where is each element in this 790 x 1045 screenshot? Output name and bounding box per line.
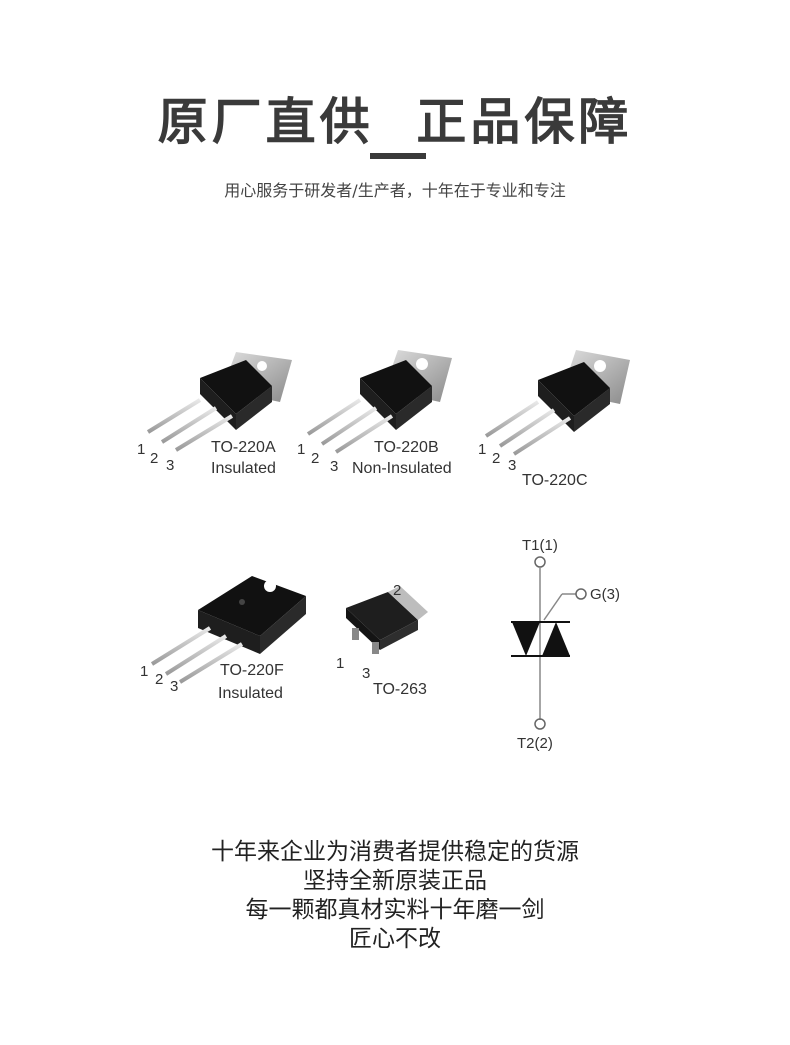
t2-label: T2(2) [517, 735, 553, 752]
package-note: Insulated [211, 460, 276, 477]
to220f-package-icon [150, 576, 306, 684]
page-title: 原厂直供 正品保障 [157, 93, 633, 151]
package-name: TO-220F [220, 662, 284, 679]
pin-label: 2 [492, 450, 500, 467]
pin-label: 2 [311, 450, 319, 467]
slogan-line: 坚持全新原装正品 [303, 868, 487, 894]
package-note: Insulated [218, 685, 283, 702]
pin-label: 3 [166, 457, 174, 474]
pin-label: 3 [362, 665, 370, 682]
pin-label: 1 [478, 441, 486, 458]
title-underline [370, 153, 426, 159]
to220c-package-icon [484, 350, 630, 456]
slogan-line: 十年来企业为消费者提供稳定的货源 [211, 839, 579, 865]
pin-label: 2 [150, 450, 158, 467]
pin-label: 2 [155, 671, 163, 688]
t1-label: T1(1) [522, 537, 558, 554]
package-name: TO-263 [373, 681, 427, 698]
package-illustrations: 1 2 3 TO-220A Insulated 1 2 3 TO-220B No… [137, 350, 630, 752]
package-note: Non-Insulated [352, 460, 452, 477]
gate-label: G(3) [590, 586, 620, 603]
slogan-line: 匠心不改 [349, 926, 441, 952]
pin-label: 3 [508, 457, 516, 474]
slogan-block: 十年来企业为消费者提供稳定的货源 坚持全新原装正品 每一颗都真材实料十年磨一剑 … [0, 838, 790, 954]
pin-label: 3 [170, 678, 178, 695]
package-name: TO-220B [374, 439, 439, 456]
to220b-package-icon [306, 350, 452, 454]
package-name: TO-220A [211, 439, 276, 456]
slogan-line: 每一颗都真材实料十年磨一剑 [245, 897, 545, 923]
pin-label: 1 [297, 441, 305, 458]
triac-symbol [511, 556, 587, 730]
pin-label: 1 [137, 441, 145, 458]
subtitle: 用心服务于研发者/生产者，十年在于专业和专注 [224, 181, 566, 200]
pin-label: 2 [393, 582, 401, 599]
to263-package-icon [346, 586, 428, 654]
pin-label: 1 [336, 655, 344, 672]
to220a-package-icon [146, 352, 292, 452]
pin-label: 1 [140, 663, 148, 680]
package-name: TO-220C [522, 472, 588, 489]
pin-label: 3 [330, 458, 338, 475]
